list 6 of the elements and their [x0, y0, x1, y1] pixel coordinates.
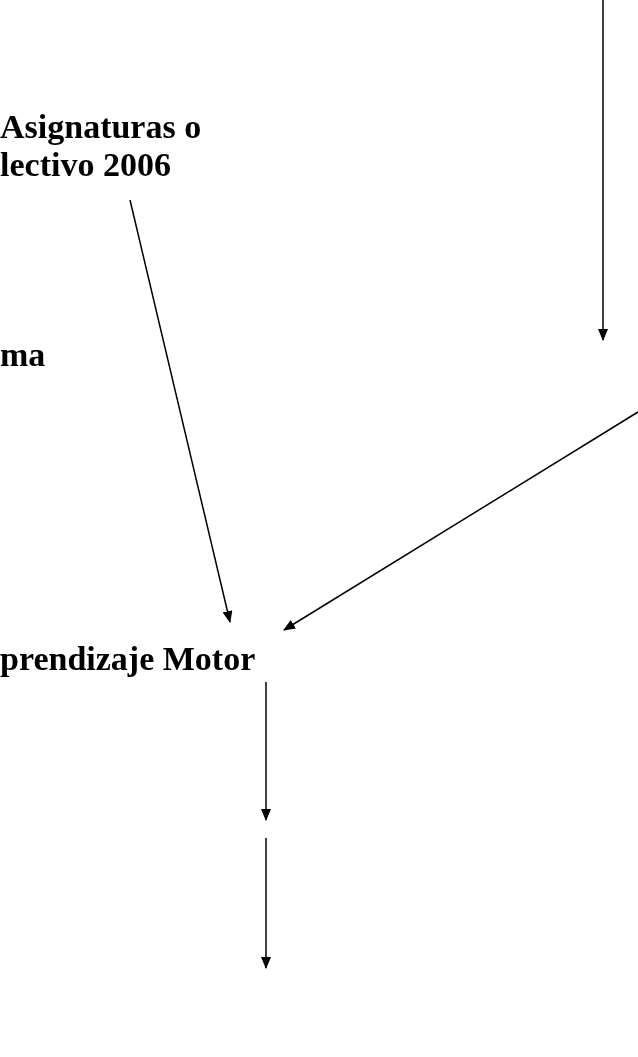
text-label: ma	[0, 336, 46, 374]
arrow	[129, 199, 233, 623]
arrow	[283, 411, 638, 631]
node-text: prendizaje Motor	[0, 640, 262, 678]
arrow	[261, 681, 271, 821]
node-text: Asignaturas o lectivo 2006	[0, 108, 215, 184]
